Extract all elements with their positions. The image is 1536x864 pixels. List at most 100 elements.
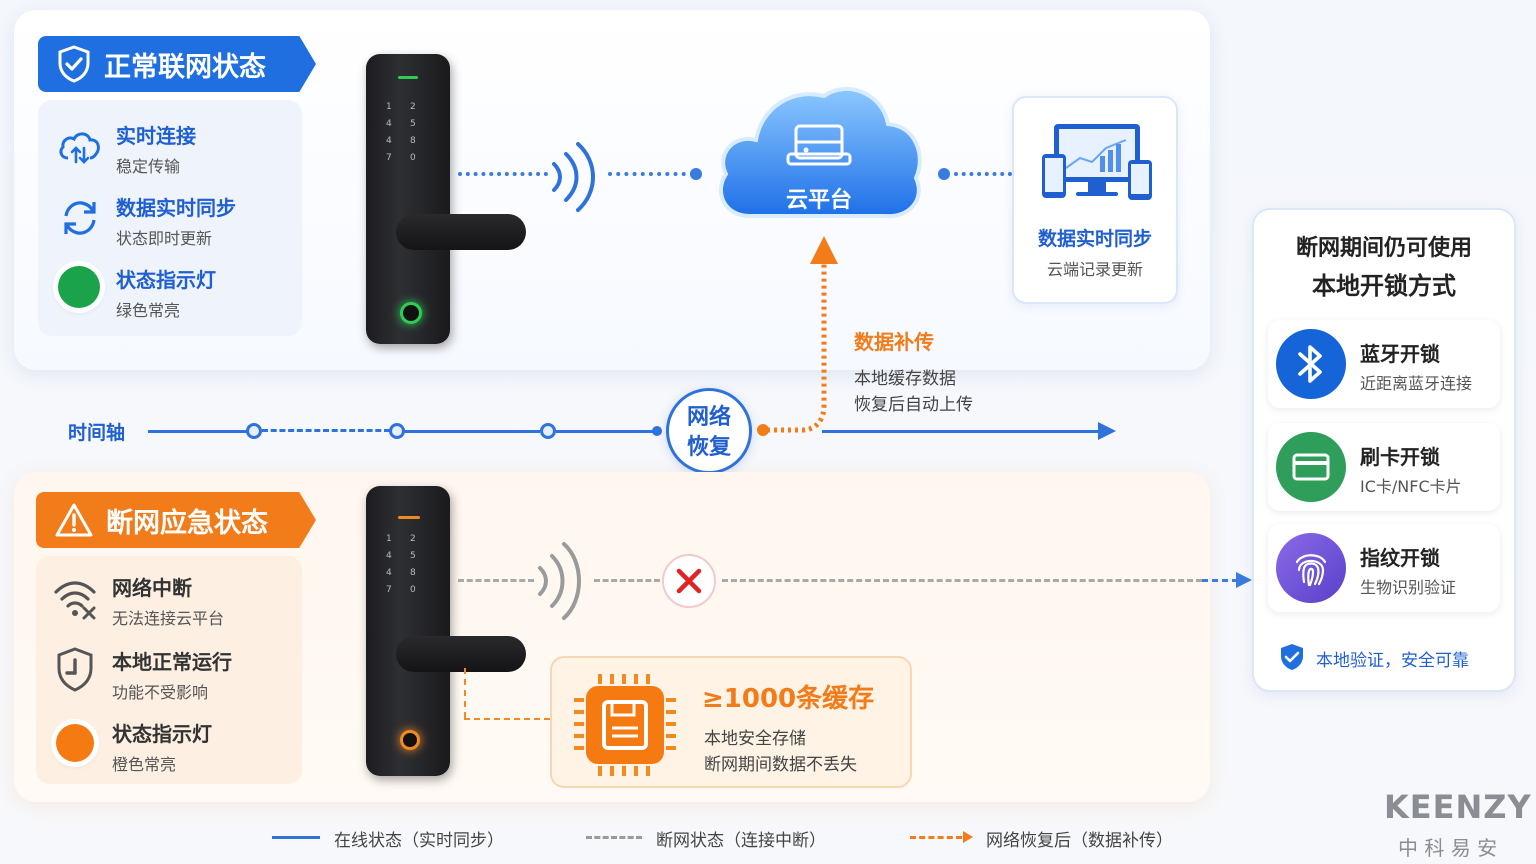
wifi-signal-icon xyxy=(552,142,595,212)
wifi-signal-gray-icon xyxy=(538,542,581,620)
green-fingerprint-led xyxy=(400,302,422,324)
orange-indicator-light xyxy=(56,724,94,762)
local-unlock-footer: 本地验证，安全可靠 xyxy=(1316,651,1469,671)
resend-arrow xyxy=(757,236,838,436)
offline-status-banner: 断网应急状态 xyxy=(36,492,316,548)
sync-box-title: 数据实时同步 xyxy=(1037,228,1152,250)
feature-indicator-green: 状态指示灯 绿色常亮 xyxy=(116,264,216,321)
feature-subtitle: 绿色常亮 xyxy=(116,301,181,320)
legend-swatch-online xyxy=(272,836,320,839)
method-subtitle: 近距离蓝牙连接 xyxy=(1360,374,1473,393)
wifi-off-icon xyxy=(54,581,96,620)
timeline-node xyxy=(246,423,262,439)
cache-box: ≥1000条缓存 本地安全存储 断网期间数据不丢失 xyxy=(550,656,912,788)
cache-line-2: 断网期间数据不丢失 xyxy=(704,755,857,775)
cache-connector xyxy=(464,718,550,720)
feature-subtitle: 无法连接云平台 xyxy=(112,609,225,628)
timeline-segment xyxy=(822,430,1106,433)
lock-status-led xyxy=(398,76,418,79)
feature-title: 数据实时同步 xyxy=(116,196,236,220)
feature-subtitle: 橙色常亮 xyxy=(112,755,177,774)
recover-line-1: 网络 xyxy=(686,405,731,430)
feature-title: 实时连接 xyxy=(116,124,196,148)
method-subtitle: IC卡/NFC卡片 xyxy=(1360,477,1462,496)
feature-subtitle: 功能不受影响 xyxy=(112,683,209,702)
timeline-label: 时间轴 xyxy=(68,422,126,444)
feature-title: 网络中断 xyxy=(112,576,192,600)
storage-chip-icon xyxy=(574,674,676,776)
cloud-platform-label: 云平台 xyxy=(785,188,852,213)
cache-connector xyxy=(464,668,466,718)
resend-title: 数据补传 xyxy=(854,330,934,354)
sync-box-subtitle: 云端记录更新 xyxy=(1046,260,1143,279)
legend-arrow-icon xyxy=(963,831,973,843)
feature-title: 状态指示灯 xyxy=(112,722,212,746)
local-unlock-title-2: 本地开锁方式 xyxy=(1312,272,1456,300)
method-title: 蓝牙开锁 xyxy=(1360,342,1440,366)
feature-local-running: 本地正常运行 功能不受影响 xyxy=(112,646,232,703)
offline-dashed-link xyxy=(594,579,660,582)
feature-subtitle: 状态即时更新 xyxy=(116,229,213,248)
resend-line-2: 恢复后自动上传 xyxy=(854,395,973,415)
offline-features-card: 网络中断 无法连接云平台 本地正常运行 功能不受影响 状态指示灯 橙色常亮 xyxy=(36,556,302,784)
legend-resend: 网络恢复后（数据补传） xyxy=(986,831,1173,851)
timeline-node xyxy=(540,423,556,439)
disconnected-x-icon xyxy=(662,554,716,608)
link-endpoint xyxy=(690,168,702,180)
sync-devices-box: 数据实时同步 云端记录更新 xyxy=(1012,96,1178,304)
warning-triangle-icon xyxy=(55,503,93,537)
timeline-node xyxy=(652,426,662,436)
brand-subtitle: 中 科 易 安 xyxy=(1398,836,1498,860)
timeline-segment xyxy=(400,430,540,433)
devices-icon xyxy=(1042,124,1152,200)
lock-handle xyxy=(396,214,526,250)
offline-dashed-link xyxy=(458,579,534,582)
offline-banner-title: 断网应急状态 xyxy=(106,507,268,539)
recover-line-2: 恢复 xyxy=(686,435,731,460)
feature-title: 状态指示灯 xyxy=(116,268,216,292)
legend-offline: 断网状态（连接中断） xyxy=(656,831,826,851)
resend-line-1: 本地缓存数据 xyxy=(854,369,956,389)
shield-check-small-icon xyxy=(1281,644,1303,670)
link-endpoint xyxy=(938,168,950,180)
cloud-sync-icon xyxy=(56,124,104,172)
timeline-node xyxy=(389,423,405,439)
timeline-dashed-segment xyxy=(262,429,390,432)
orange-fingerprint-led xyxy=(400,730,420,750)
green-indicator-light xyxy=(58,266,100,308)
method-card: 刷卡开锁 IC卡/NFC卡片 xyxy=(1268,423,1500,511)
offline-dashed-link xyxy=(722,579,1202,582)
method-title: 指纹开锁 xyxy=(1360,546,1440,570)
cloud-icon xyxy=(719,86,922,219)
timeline-segment xyxy=(148,430,252,433)
online-dotted-link xyxy=(954,172,1012,176)
local-unlock-title-1: 断网期间仍可使用 xyxy=(1295,236,1472,261)
fingerprint-icon xyxy=(1276,533,1346,603)
cache-line-1: 本地安全存储 xyxy=(704,729,806,749)
feature-network-down: 网络中断 无法连接云平台 xyxy=(112,572,224,629)
bluetooth-icon xyxy=(1276,329,1346,399)
card-icon xyxy=(1276,432,1346,502)
legend-online: 在线状态（实时同步） xyxy=(334,831,504,851)
feature-subtitle: 稳定传输 xyxy=(116,157,181,176)
timeline-arrow-icon xyxy=(1098,422,1116,440)
feature-data-sync: 数据实时同步 状态即时更新 xyxy=(116,192,236,249)
legend-swatch-offline xyxy=(586,836,642,839)
shield-alert-icon xyxy=(57,647,93,692)
online-dotted-link xyxy=(608,172,694,176)
method-fingerprint: 指纹开锁 生物识别验证 xyxy=(1268,524,1500,612)
lock-handle xyxy=(396,636,526,672)
method-bluetooth: 蓝牙开锁 近距离蓝牙连接 xyxy=(1268,320,1500,408)
online-dotted-link xyxy=(458,172,548,176)
shield-check-icon xyxy=(58,45,90,83)
online-status-banner: 正常联网状态 xyxy=(38,36,316,92)
legend-swatch-resend xyxy=(910,836,962,839)
feature-title: 本地正常运行 xyxy=(112,650,232,674)
local-unlock-panel: 断网期间仍可使用 本地开锁方式 蓝牙开锁 近距离蓝牙连接 刷卡开锁 IC卡/NF… xyxy=(1252,208,1516,692)
lock-status-led xyxy=(398,516,420,519)
sync-refresh-icon xyxy=(58,196,102,244)
feature-indicator-orange: 状态指示灯 橙色常亮 xyxy=(112,718,212,775)
